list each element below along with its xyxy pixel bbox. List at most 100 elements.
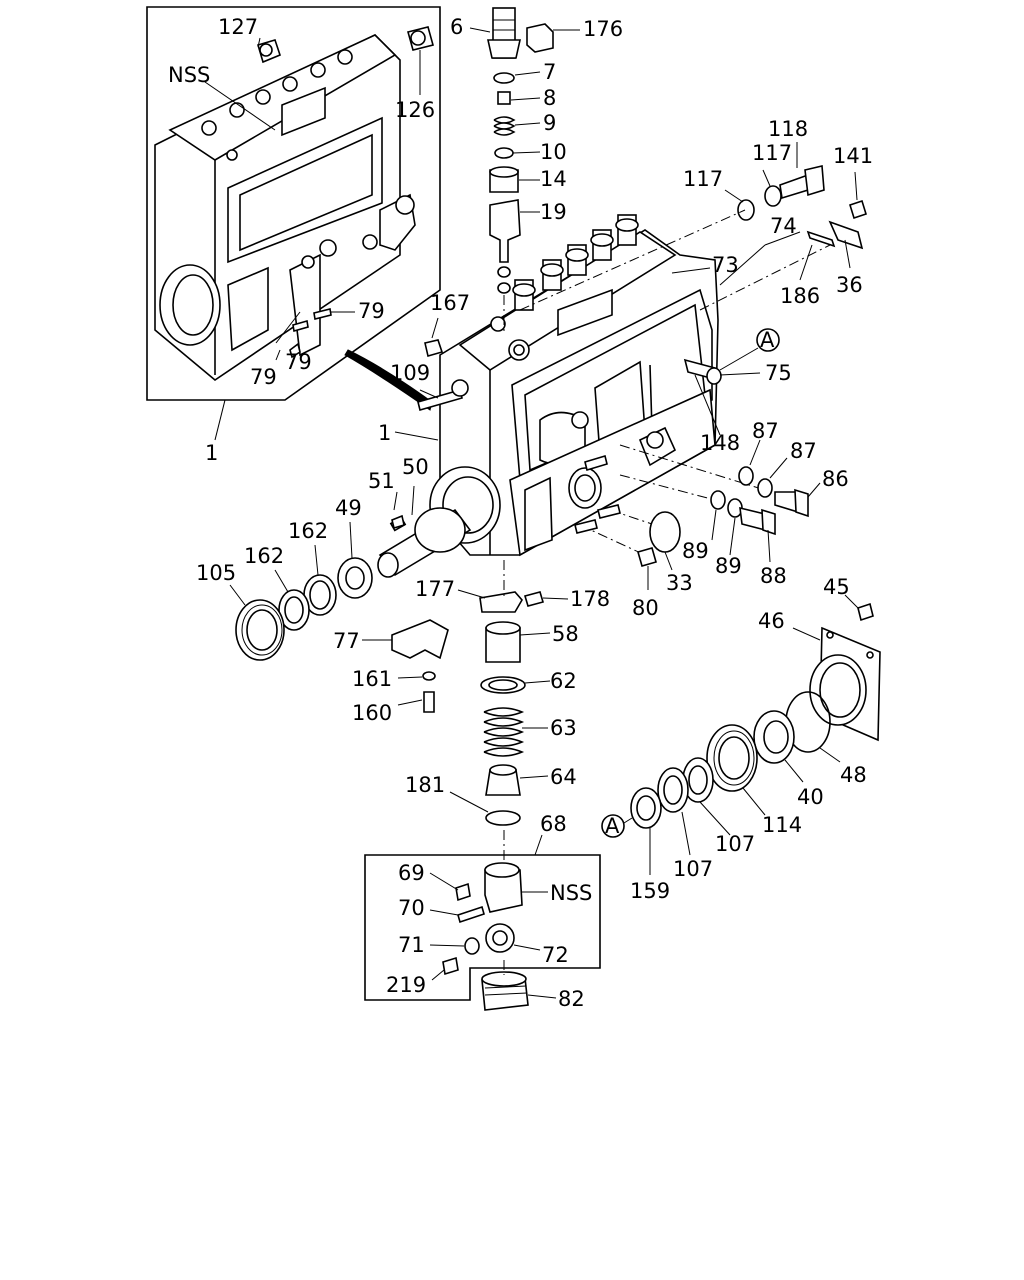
callout-48: 48: [840, 763, 867, 787]
bolt-167: [424, 339, 444, 358]
callout-19: 19: [540, 200, 567, 224]
callout-107-a: 107: [715, 832, 755, 856]
callout-69: 69: [398, 861, 425, 885]
callout-40: 40: [797, 785, 824, 809]
bracket-77: [391, 619, 449, 660]
callout-126: 126: [395, 98, 435, 122]
callout-6: 6: [450, 15, 463, 39]
callout-58: 58: [552, 622, 579, 646]
callout-79-c: 79: [250, 365, 277, 389]
callout-73: 73: [712, 253, 739, 277]
washer-117-a: [737, 199, 755, 221]
callout-141: 141: [833, 144, 873, 168]
callout-7: 7: [543, 60, 556, 84]
plate-36: [828, 220, 864, 250]
delivery-valve-holders: [512, 214, 639, 311]
callout-87-a: 87: [752, 419, 779, 443]
lever-109: [417, 389, 463, 411]
nut-80: [637, 547, 657, 567]
o-ring-33: [649, 511, 681, 553]
bush-71: [464, 937, 480, 955]
callout-109: 109: [390, 361, 430, 385]
callout-89-b: 89: [715, 554, 742, 578]
callout-186: 186: [780, 284, 820, 308]
callout-63: 63: [550, 716, 577, 740]
roller-pin-70: [457, 905, 485, 924]
callout-82: 82: [558, 987, 585, 1011]
clip-219: [442, 956, 459, 976]
callout-68: 68: [540, 812, 567, 836]
key-51: [391, 514, 405, 530]
callout-178: 178: [570, 587, 610, 611]
callout-9: 9: [543, 111, 556, 135]
callout-127: 127: [218, 15, 258, 39]
bolt-45: [857, 602, 874, 622]
callout-148: 148: [700, 431, 740, 455]
callout-105: 105: [196, 561, 236, 585]
callout-117-a: 117: [683, 167, 723, 191]
screw-178: [523, 591, 545, 607]
bolt-88: [739, 506, 766, 532]
callout-161: 161: [352, 667, 392, 691]
callout-86: 86: [822, 467, 849, 491]
pump-housing-main: [429, 214, 719, 557]
callout-89-a: 89: [682, 539, 709, 563]
reference-circle-a-1: [756, 328, 780, 352]
screw-141: [849, 199, 867, 220]
bolt-118: [779, 173, 809, 200]
callout-74: 74: [770, 214, 797, 238]
callout-36: 36: [836, 273, 863, 297]
washer-87-b: [757, 478, 773, 498]
washer-161: [422, 671, 436, 681]
callout-77: 77: [333, 629, 360, 653]
housing-inset-panel: 127 NSS 126 79 79 79: [146, 6, 441, 401]
callout-50: 50: [402, 455, 429, 479]
callout-75: 75: [765, 361, 792, 385]
callout-33: 33: [666, 571, 693, 595]
bolt-160: [423, 691, 435, 713]
tappet-assembly-box: [364, 854, 601, 1001]
callout-45: 45: [823, 575, 850, 599]
callout-162-a: 162: [288, 519, 328, 543]
callout-a-2: A: [605, 814, 620, 838]
callout-79-a: 79: [358, 299, 385, 323]
plunger-stack: [480, 621, 526, 826]
callout-49: 49: [335, 496, 362, 520]
reference-circle-a-2: [601, 814, 625, 838]
callout-62: 62: [550, 669, 577, 693]
callout-219: 219: [386, 973, 426, 997]
callout-79-b: 79: [285, 350, 312, 374]
callout-1-a: 1: [205, 441, 218, 465]
washer-87-a: [738, 466, 754, 486]
washer-89-a: [710, 490, 726, 510]
callout-162-b: 162: [244, 544, 284, 568]
callout-70: 70: [398, 896, 425, 920]
callout-117-b: 117: [752, 141, 792, 165]
callout-88: 88: [760, 564, 787, 588]
callout-87-b: 87: [790, 439, 817, 463]
callout-a-1: A: [760, 328, 775, 352]
end-cover-46: [809, 626, 881, 742]
callout-181: 181: [405, 773, 445, 797]
callout-64: 64: [550, 765, 577, 789]
washer-117-b: [764, 185, 782, 207]
pin-69: [455, 882, 471, 902]
callout-46: 46: [758, 609, 785, 633]
callout-167: 167: [430, 291, 470, 315]
callout-160: 160: [352, 701, 392, 725]
callout-159: 159: [630, 879, 670, 903]
callout-80: 80: [632, 596, 659, 620]
callout-71: 71: [398, 933, 425, 957]
callout-10: 10: [540, 140, 567, 164]
callout-107-b: 107: [673, 857, 713, 881]
gear-177: [479, 591, 523, 613]
callout-176: 176: [583, 17, 623, 41]
callout-114: 114: [762, 813, 802, 837]
bracket-176: [526, 23, 554, 53]
callout-nss-2: NSS: [550, 881, 592, 905]
delivery-valve-stack: [487, 7, 521, 294]
clip-186: [806, 230, 836, 248]
callout-nss-1: NSS: [168, 63, 210, 87]
camshaft: [377, 507, 472, 578]
